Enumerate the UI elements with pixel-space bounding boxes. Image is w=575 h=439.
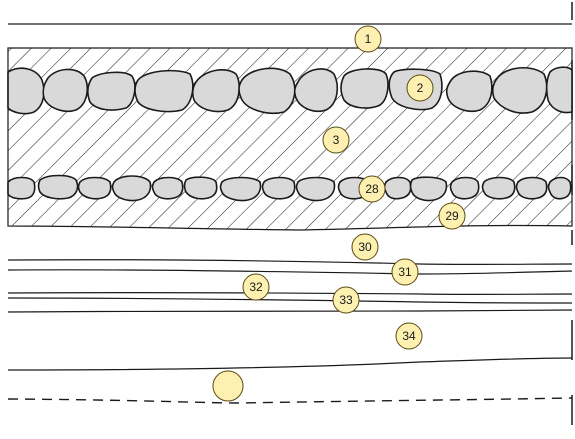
small-stone-row bbox=[7, 174, 572, 202]
large-stone-row bbox=[7, 66, 573, 115]
layer-33-boundary bbox=[7, 297, 573, 304]
callout-31: 31 bbox=[391, 258, 419, 286]
layer-30-31-boundary-upper bbox=[7, 259, 573, 266]
callout-28-label: 28 bbox=[365, 182, 379, 196]
callout-unlabeled bbox=[212, 370, 244, 402]
callout-28: 28 bbox=[358, 175, 386, 203]
callout-33-label: 33 bbox=[339, 293, 353, 307]
callout-3: 3 bbox=[322, 126, 350, 154]
callout-3-label: 3 bbox=[333, 133, 340, 147]
callout-33: 33 bbox=[332, 286, 360, 314]
callout-31-label: 31 bbox=[398, 265, 412, 279]
callout-34: 34 bbox=[395, 322, 423, 350]
callout-32: 32 bbox=[242, 273, 270, 301]
callout-32-label: 32 bbox=[249, 280, 263, 294]
layer-32-33-boundary-upper bbox=[7, 291, 573, 296]
lower-layer-lines bbox=[7, 259, 573, 404]
layer-34-top-boundary bbox=[7, 309, 573, 313]
callout-2-label: 2 bbox=[417, 81, 424, 95]
callout-30: 30 bbox=[351, 233, 379, 261]
callout-34-label: 34 bbox=[402, 329, 416, 343]
callout-30-label: 30 bbox=[358, 240, 372, 254]
callout-1-label: 1 bbox=[365, 32, 372, 46]
callout-29-label: 29 bbox=[445, 209, 459, 223]
callout-2: 2 bbox=[406, 74, 434, 102]
dashed-base-line bbox=[7, 397, 573, 404]
callout-29: 29 bbox=[438, 202, 466, 230]
callout-1: 1 bbox=[354, 25, 382, 53]
layer-31-boundary bbox=[7, 269, 573, 275]
layer-34-bottom-boundary bbox=[7, 357, 573, 371]
